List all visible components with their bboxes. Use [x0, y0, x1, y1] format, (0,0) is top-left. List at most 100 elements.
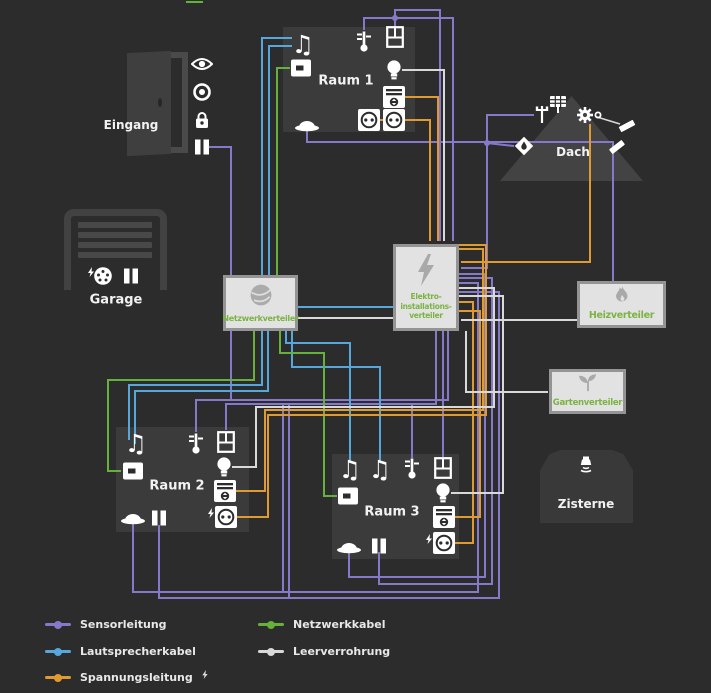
legend-label: Lautsprecherkabel [80, 645, 196, 658]
lightning-icon [202, 670, 208, 679]
gartenverteiler-label: Gartenverteiler [552, 398, 623, 409]
legend-item-netzwerkkabel: Netzwerkkabel [258, 618, 386, 631]
legend-swatch-power [45, 673, 71, 682]
wire-network [107, 331, 255, 472]
elektroverteiler-label-line3: verteiler [409, 311, 443, 321]
eingang-label: Eingang [103, 118, 159, 132]
presence-detector-icon [120, 512, 146, 525]
power-outlet-icon [358, 109, 380, 131]
camera-icon [193, 83, 212, 102]
window-icon [434, 457, 452, 479]
legend-swatch-speaker [45, 647, 71, 656]
light-bulb-icon [216, 456, 232, 478]
netzwerkverteiler-label: Netzwerkverteiler [222, 313, 299, 323]
wire-conduit [232, 287, 495, 468]
dach-label: Dach [556, 145, 590, 159]
network-globe-icon [248, 282, 274, 312]
entrance-door-frame-right [182, 52, 188, 153]
legend-label: Netzwerkkabel [293, 618, 386, 631]
wire-conduit [465, 331, 548, 393]
elektroverteiler-panel: Elektro- installations- verteiler [393, 244, 459, 331]
wire-network [279, 331, 337, 497]
network-outlet-icon [123, 462, 143, 480]
wire-conduit [402, 69, 445, 241]
light-bulb-icon [386, 59, 402, 81]
netzwerkverteiler-panel: Netzwerkverteiler [222, 275, 299, 331]
wire-power [405, 96, 439, 241]
raum3-label: Raum 3 [364, 504, 420, 520]
rain-sensor-icon [513, 135, 535, 157]
wire-sensor [378, 277, 493, 585]
entrance-door-frame-bottom [160, 147, 188, 153]
wire-junction-dot [484, 140, 490, 146]
network-outlet-icon [338, 487, 358, 505]
door-contact-icon [372, 538, 386, 554]
speaker-music-icon: ♫ [368, 455, 392, 484]
solar-panel-icon [549, 95, 567, 113]
raum2-label: Raum 2 [149, 478, 205, 494]
window-icon [386, 26, 404, 48]
lock-icon [194, 111, 210, 130]
solar-slat-icon [609, 140, 625, 155]
garage-slat [78, 222, 152, 228]
gartenverteiler-panel: Gartenverteiler [549, 369, 626, 414]
cee-socket-icon [93, 266, 113, 286]
entrance-door-frame [160, 52, 188, 58]
door-contact-icon [124, 268, 138, 284]
wire-conduit [451, 295, 504, 494]
weather-station-icon [534, 104, 550, 124]
presence-detector-icon [336, 541, 362, 554]
wire-sensor [363, 17, 454, 241]
wire-power [455, 301, 474, 544]
wire-power [405, 119, 431, 241]
wire-sensor [132, 282, 479, 593]
garage-door [64, 209, 167, 290]
door-handle [158, 98, 162, 107]
legend-swatch-network [258, 620, 284, 629]
wire-speaker [268, 45, 292, 281]
lightning-icon [426, 534, 432, 544]
wire-sensor [461, 114, 534, 269]
speaker-music-icon: ♫ [291, 30, 315, 59]
motor-gear-icon [577, 107, 603, 123]
legend-swatch-conduit [258, 647, 284, 656]
heizverteiler-label: Heizverteiler [588, 310, 655, 322]
raum1-label: Raum 1 [318, 73, 374, 89]
wire-speaker [261, 37, 292, 281]
door-contact-icon [152, 510, 166, 526]
power-outlet-icon [383, 109, 405, 131]
lightning-bolt-icon [417, 253, 435, 290]
garage-slat [78, 232, 152, 238]
wire-sensor [486, 142, 515, 147]
door-contact-icon [195, 139, 209, 155]
wire-power [236, 248, 484, 492]
garage-slat [78, 252, 152, 258]
wire-speaker [285, 331, 351, 461]
elektroverteiler-label-line2: installations- [400, 301, 452, 311]
wire-sensor [225, 331, 437, 430]
legend-item-spannungsleitung: Spannungsleitung [45, 670, 208, 684]
speaker-music-icon: ♫ [338, 455, 362, 484]
elektroverteiler-label-line1: Elektro- [410, 291, 442, 301]
wire-conduit [596, 116, 621, 125]
power-outlet-icon [433, 532, 455, 554]
wire-network [276, 67, 290, 281]
legend-swatch-sensor [45, 620, 71, 629]
wire-sensor [195, 331, 449, 432]
lightning-icon [88, 267, 94, 277]
thermostat-icon [187, 432, 205, 455]
zisterne-label: Zisterne [557, 497, 615, 511]
ultrasonic-sensor-icon [577, 456, 595, 476]
legend-label: Leerverrohrung [293, 645, 391, 658]
wire-sensor [348, 273, 486, 578]
blind-actuator-icon [433, 506, 455, 528]
plant-icon [576, 373, 600, 396]
power-outlet-icon [215, 506, 237, 528]
garage-slat [78, 242, 152, 248]
network-outlet-icon [291, 59, 311, 77]
blind-actuator-icon [214, 480, 236, 502]
legend-item-lautsprecherkabel: Lautsprecherkabel [45, 645, 196, 658]
thermostat-icon [403, 457, 421, 480]
